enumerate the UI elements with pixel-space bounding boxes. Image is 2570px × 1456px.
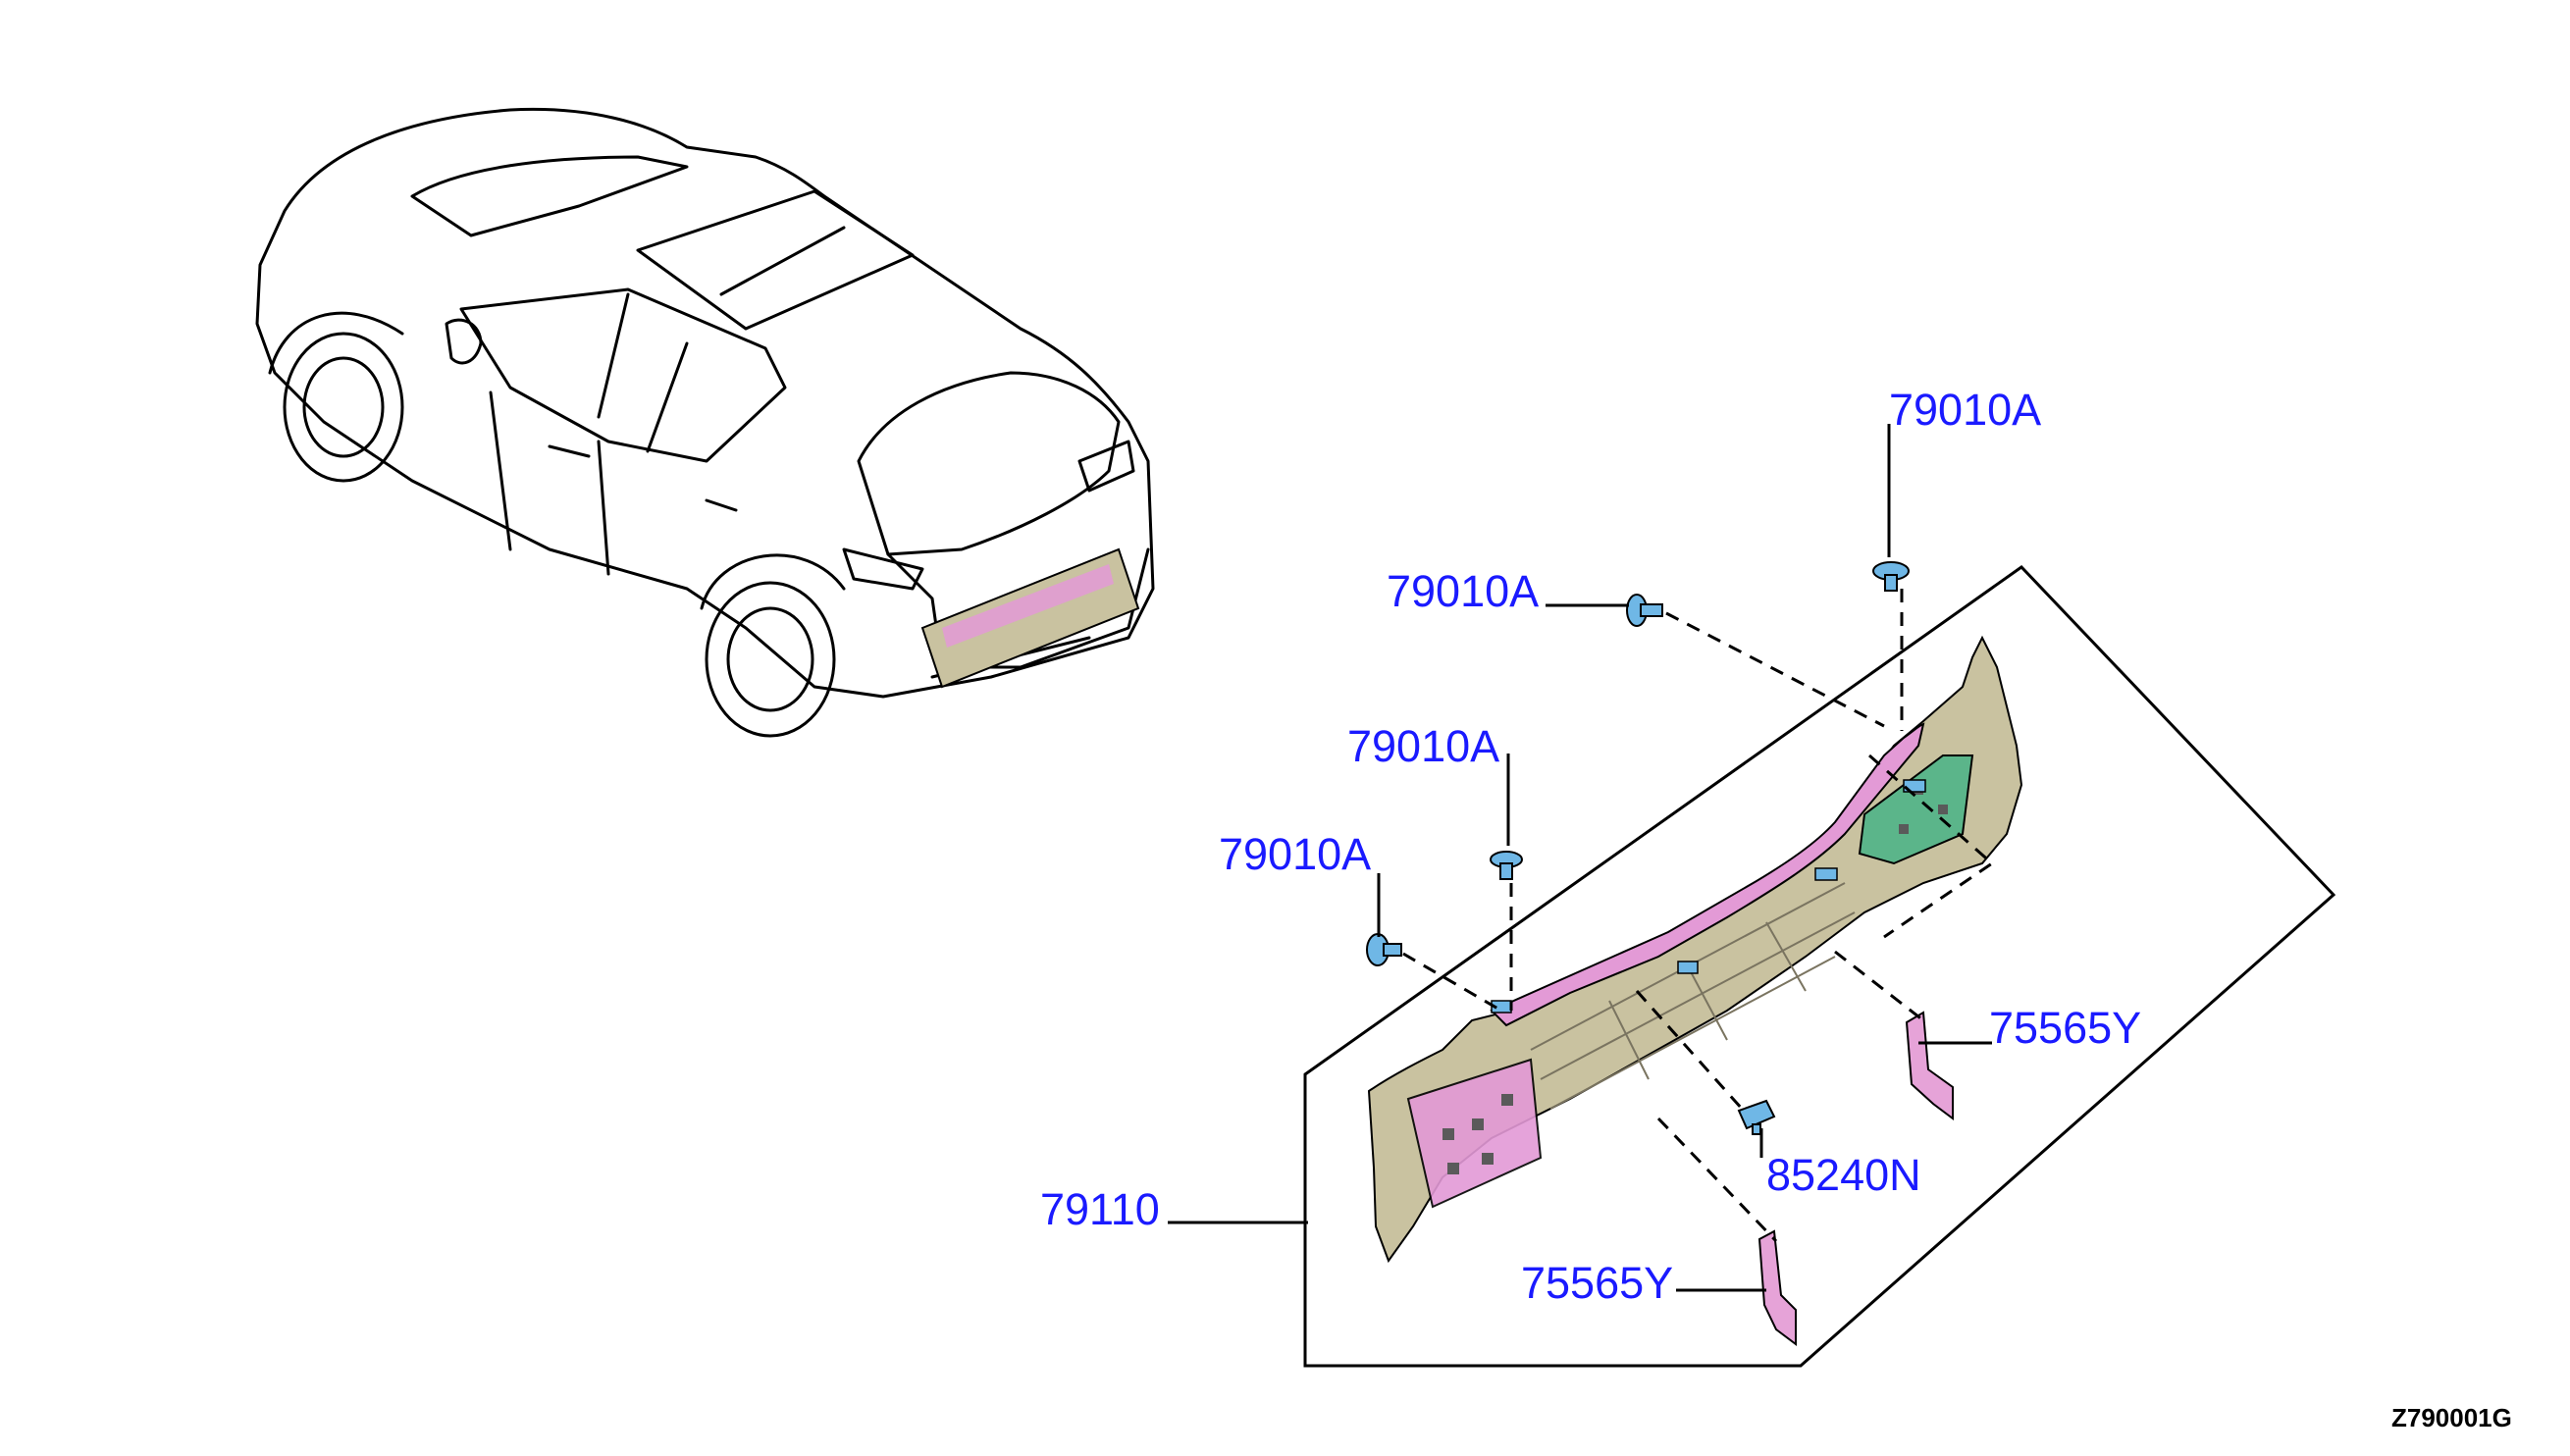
callout-79110: 79110 — [1040, 1184, 1160, 1234]
callout-75565y-lower: 75565Y — [1521, 1258, 1674, 1308]
callout-79010a-upper-mid: 79010A — [1387, 566, 1540, 616]
bracket-75565y-lower — [1757, 1229, 1797, 1346]
rear-panel-79110 — [1367, 635, 2023, 1264]
clip-79010a-mid — [1490, 851, 1523, 880]
assembly-outline — [1303, 565, 2336, 1368]
clip-79010a-left — [1366, 933, 1402, 966]
callout-79010a-mid: 79010A — [1347, 721, 1500, 771]
callout-79010a-left: 79010A — [1219, 829, 1372, 879]
clip-79010a-upper-mid — [1626, 594, 1663, 627]
vehicle-illustration — [255, 107, 1155, 738]
vehicle-panel-highlight — [920, 547, 1140, 689]
callout-79010a-top-right: 79010A — [1889, 385, 2042, 435]
callout-75565y-right: 75565Y — [1989, 1003, 2142, 1053]
assembly-dashed-lines — [1402, 589, 1995, 1243]
callout-85240n: 85240N — [1766, 1150, 1921, 1200]
leader-lines — [1168, 424, 1992, 1292]
retainer-85240n — [1737, 1099, 1776, 1135]
drawing-code: Z790001G — [2391, 1403, 2512, 1432]
clip-79010a-top-right — [1872, 561, 1910, 592]
bracket-75565y-right — [1905, 1011, 1954, 1120]
